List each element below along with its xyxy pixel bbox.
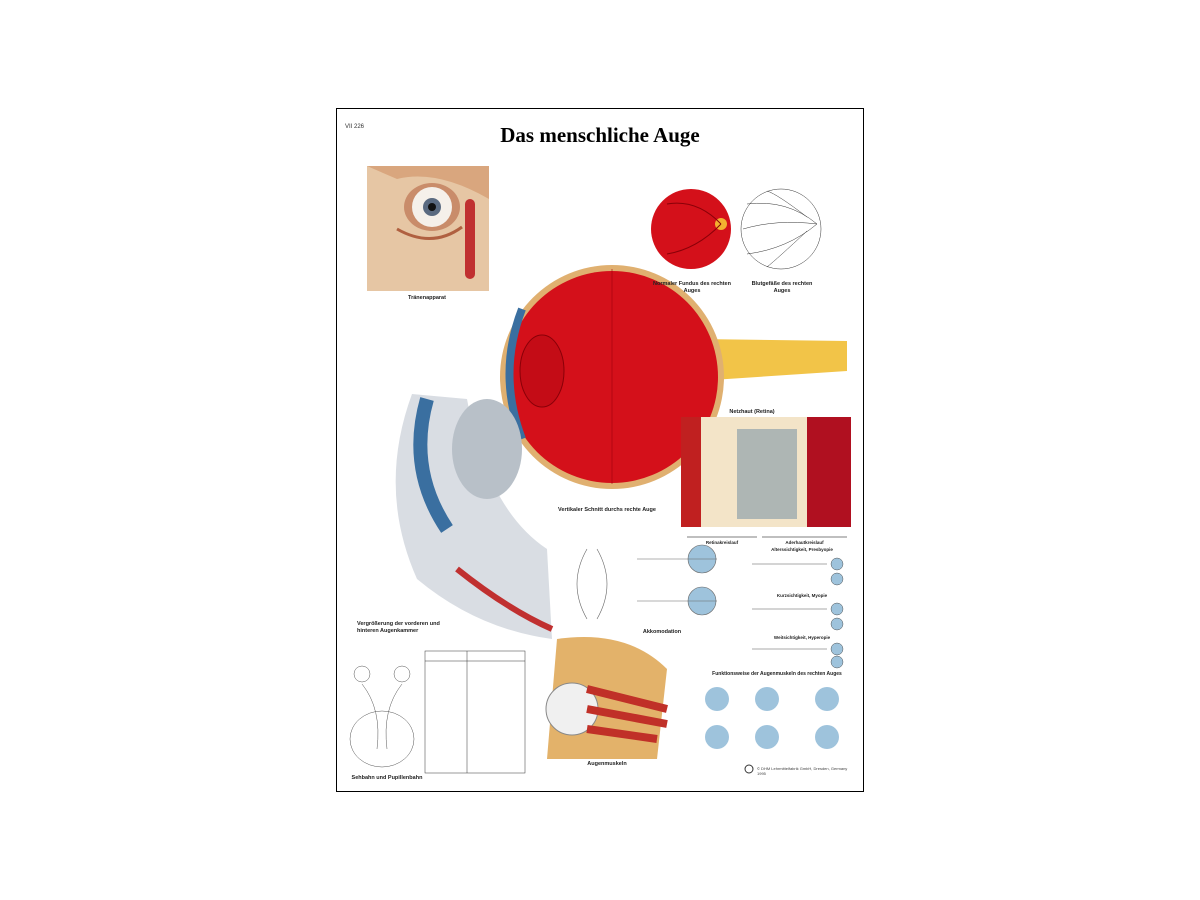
caption-choroid-circulation: Aderhautkreislauf <box>785 540 824 545</box>
chambers-illustration <box>395 394 554 639</box>
caption-accommodation: Akkomodation <box>642 629 682 635</box>
caption-fundus: Normaler Fundus des rechten Auges <box>653 281 731 294</box>
lesion-table <box>424 650 526 774</box>
poster-title: Das menschliche Auge <box>500 123 700 147</box>
caption-muscles: Augenmuskeln <box>587 761 627 767</box>
caption-retina: Netzhaut (Retina) <box>729 409 775 415</box>
eye-muscles-illustration <box>545 637 668 759</box>
caption-vertical-section: Vertikaler Schnitt durchs rechte Auge <box>558 507 656 513</box>
refraction-illustration <box>752 557 844 669</box>
fundus-illustration <box>651 189 731 269</box>
retina-illustration <box>681 417 851 538</box>
caption-chambers: Vergrößerung der vorderen und hinteren A… <box>357 621 440 634</box>
caption-hyperopia: Weitsichtigkeit, Hyperopie <box>773 635 831 640</box>
caption-lacrimal: Tränenapparat <box>408 295 446 301</box>
illustrations <box>349 166 851 774</box>
caption-myopia: Kurzsichtigkeit, Myopie <box>776 593 828 598</box>
caption-muscle-function: Funktionsweise der Augenmuskeln des rech… <box>712 671 842 677</box>
blood-vessels-illustration <box>740 188 822 270</box>
poster-code: VII 226 <box>345 124 365 130</box>
logo-icon <box>744 764 754 774</box>
lacrimal-illustration <box>367 166 489 291</box>
caption-pathway: Sehbahn und Pupillenbahn <box>351 775 423 781</box>
muscle-function-illustration <box>705 687 839 749</box>
accommodation-illustration <box>576 544 717 620</box>
copyright: © DHM Lehrmittelfabrik GmbH, Dresden, Ge… <box>757 766 848 776</box>
vertical-section-illustration <box>500 265 847 489</box>
caption-vessels: Blutgefäße des rechten Auges <box>751 281 813 294</box>
visual-pathway-illustration <box>349 665 415 768</box>
caption-retina-circulation: Retinakreislauf <box>705 540 739 545</box>
caption-presbyopia: Alterssichtigkeit, Presbyopie <box>771 547 833 552</box>
eye-anatomy-poster: VII 226 Das menschliche Auge <box>336 108 864 792</box>
